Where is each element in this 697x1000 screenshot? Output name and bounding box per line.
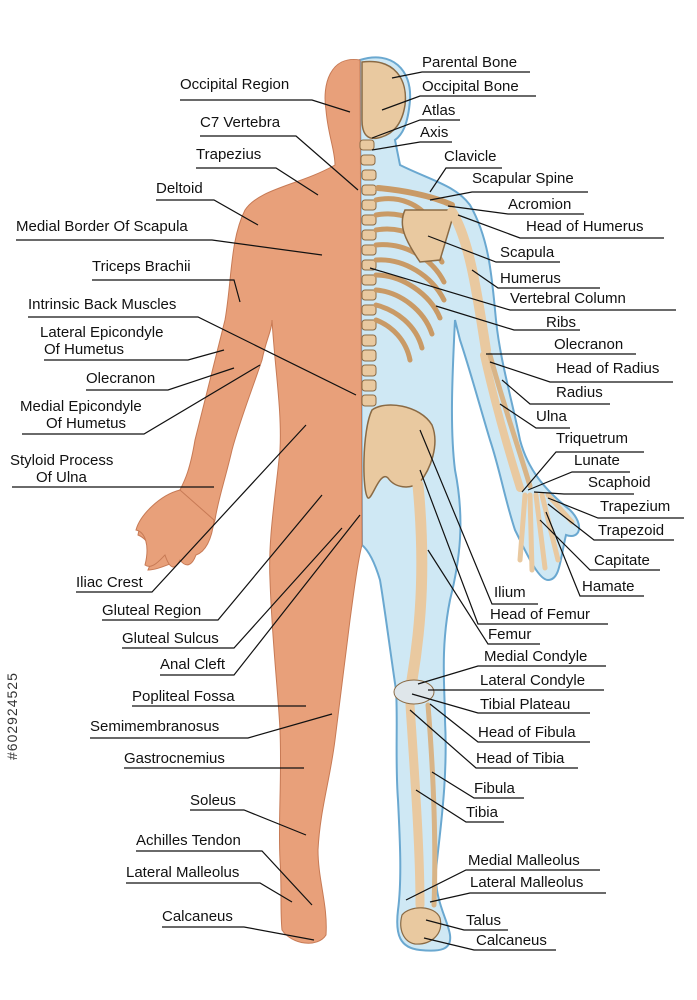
label-medial-epicondyle: Medial Epicondyle Of Humetus	[20, 398, 142, 432]
tibia	[405, 700, 425, 910]
label-styloid-process-line1: Styloid Process	[10, 452, 114, 469]
label-ilium: Ilium	[494, 584, 526, 601]
muscle-body	[137, 59, 363, 944]
label-fibula: Fibula	[474, 780, 515, 797]
label-radius: Radius	[556, 384, 603, 401]
femur	[406, 479, 428, 686]
label-humerus: Humerus	[500, 270, 561, 287]
label-lateral-epicondyle-line1: Lateral Epicondyle	[40, 324, 164, 341]
label-iliac-crest: Iliac Crest	[76, 574, 143, 591]
hand-bones	[517, 492, 575, 573]
clavicle	[375, 185, 455, 208]
label-trapezius: Trapezius	[196, 146, 262, 163]
label-axis: Axis	[420, 124, 449, 141]
label-medial-malleolus: Medial Malleolus	[468, 852, 580, 869]
label-head-of-tibia: Head of Tibia	[476, 750, 565, 767]
label-atlas: Atlas	[422, 102, 456, 119]
label-medial-epicondyle-line2: Of Humetus	[46, 415, 127, 432]
left-hand	[135, 489, 215, 568]
label-scaphoid: Scaphoid	[588, 474, 651, 491]
label-olecranon-right: Olecranon	[554, 336, 624, 353]
label-achilles-tendon: Achilles Tendon	[136, 832, 241, 849]
label-medial-border-of-scapula: Medial Border Of Scapula	[16, 218, 188, 235]
label-gastrocnemius: Gastrocnemius	[124, 750, 225, 767]
label-styloid-process: Styloid Process Of Ulna	[10, 452, 113, 486]
label-intrinsic-back-muscles: Intrinsic Back Muscles	[28, 296, 177, 313]
label-calcaneus-right: Calcaneus	[476, 932, 547, 949]
label-popliteal-fossa: Popliteal Fossa	[132, 688, 235, 705]
label-femur: Femur	[488, 626, 532, 643]
label-trapezoid: Trapezoid	[598, 522, 665, 539]
label-lunate: Lunate	[574, 452, 620, 469]
label-lateral-malleolus-left: Lateral Malleolus	[126, 864, 240, 881]
label-clavicle: Clavicle	[444, 148, 497, 165]
leader-lines-left	[12, 99, 361, 941]
knee	[393, 679, 435, 705]
label-triceps-brachii: Triceps Brachii	[92, 258, 191, 275]
label-capitate: Capitate	[594, 552, 650, 569]
humerus	[447, 207, 491, 355]
foot-bones	[400, 907, 442, 945]
label-parental-bone: Parental Bone	[422, 54, 518, 71]
label-scapula: Scapula	[500, 244, 555, 261]
label-head-of-fibula: Head of Fibula	[478, 724, 576, 741]
label-tibial-plateau: Tibial Plateau	[480, 696, 571, 713]
spine	[359, 139, 377, 407]
label-tibia: Tibia	[466, 804, 498, 821]
stock-image-id: #602924525	[4, 672, 20, 760]
label-medial-epicondyle-line1: Medial Epicondyle	[20, 398, 142, 415]
label-calcaneus-left: Calcaneus	[162, 908, 233, 925]
label-gluteal-sulcus: Gluteal Sulcus	[122, 630, 219, 647]
skull	[361, 60, 407, 140]
label-vertebral-column: Vertebral Column	[510, 290, 626, 307]
label-deltoid: Deltoid	[156, 180, 203, 197]
label-ulna: Ulna	[536, 408, 567, 425]
label-olecranon-left: Olecranon	[86, 370, 156, 387]
leader-lines-right	[369, 71, 684, 951]
label-c7-vertebra: C7 Vertebra	[200, 114, 281, 131]
label-soleus: Soleus	[190, 792, 236, 809]
label-trapezium: Trapezium	[600, 498, 671, 515]
label-triquetrum: Triquetrum	[556, 430, 628, 447]
label-acromion: Acromion	[508, 196, 572, 213]
label-semimembranosus: Semimembranosus	[90, 718, 220, 735]
label-head-of-humerus: Head of Humerus	[526, 218, 644, 235]
label-ribs: Ribs	[546, 314, 577, 331]
label-lateral-epicondyle-line2: Of Humetus	[44, 341, 125, 358]
label-talus: Talus	[466, 912, 502, 929]
label-occipital-bone: Occipital Bone	[422, 78, 519, 95]
label-gluteal-region: Gluteal Region	[102, 602, 202, 619]
pelvis	[363, 404, 436, 499]
label-scapular-spine: Scapular Spine	[472, 170, 574, 187]
fibula	[425, 702, 438, 908]
label-occipital-region: Occipital Region	[180, 76, 290, 93]
label-medial-condyle: Medial Condyle	[484, 648, 588, 665]
label-hamate: Hamate	[582, 578, 635, 595]
label-lateral-malleolus-right: Lateral Malleolus	[470, 874, 584, 891]
label-anal-cleft: Anal Cleft	[160, 656, 226, 673]
label-styloid-process-line2: Of Ulna	[36, 469, 87, 486]
label-lateral-epicondyle: Lateral Epicondyle Of Humetus	[40, 324, 163, 358]
label-head-of-radius: Head of Radius	[556, 360, 660, 377]
label-head-of-femur: Head of Femur	[490, 606, 591, 623]
label-lateral-condyle: Lateral Condyle	[480, 672, 586, 689]
radius-ulna	[480, 351, 524, 492]
